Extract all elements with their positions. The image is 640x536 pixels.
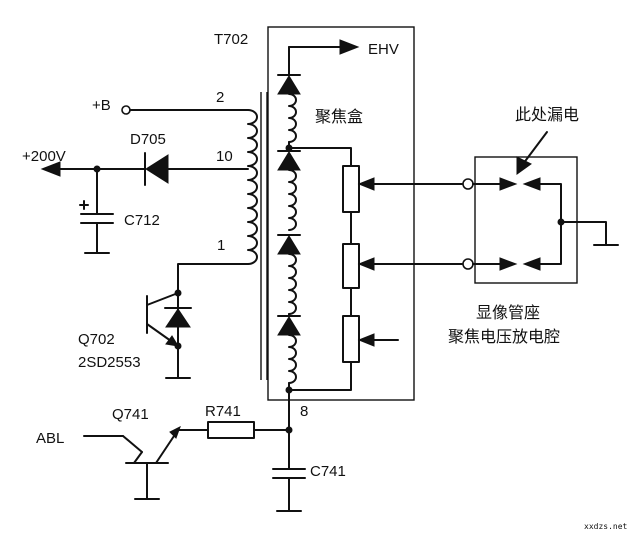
q702-emitter-arrow bbox=[165, 335, 179, 347]
tube-socket-outline bbox=[474, 156, 578, 284]
secondary-coil-1 bbox=[288, 93, 297, 143]
leak-pointer-head bbox=[516, 156, 532, 175]
d705-diode bbox=[145, 154, 169, 184]
r741-resistor bbox=[207, 421, 255, 439]
socket-ground-bus bbox=[539, 183, 562, 265]
node-pin8 bbox=[285, 426, 293, 434]
pin1-wire bbox=[177, 263, 249, 293]
wiper-2-arrow bbox=[357, 257, 375, 271]
ehv-arrow bbox=[339, 39, 360, 55]
focus-box-outline bbox=[267, 26, 415, 401]
label-c741: C741 bbox=[310, 463, 346, 480]
label-leak-here: 此处漏电 bbox=[515, 105, 579, 124]
divider-top-wire bbox=[288, 147, 352, 166]
q741-emitter-arrow bbox=[169, 425, 181, 439]
gap-2-left-arrow bbox=[499, 257, 518, 271]
label-socket-line2: 聚焦电压放电腔 bbox=[448, 327, 560, 346]
diode-1 bbox=[277, 74, 301, 95]
label-pin2: 2 bbox=[216, 89, 224, 106]
divider-bottom-wire bbox=[288, 361, 352, 391]
secondary-coil-4 bbox=[288, 334, 297, 384]
label-d705: D705 bbox=[130, 131, 166, 148]
gap-2-right-arrow bbox=[522, 257, 541, 271]
q702-damper-diode bbox=[165, 308, 191, 328]
socket-terminal-2 bbox=[462, 258, 474, 270]
socket-ground-wire bbox=[560, 221, 607, 245]
label-ehv: EHV bbox=[368, 41, 399, 58]
b-plus-terminal bbox=[121, 105, 131, 115]
wiper-1-arrow bbox=[357, 177, 375, 191]
secondary-coil-3 bbox=[288, 253, 297, 315]
label-t702: T702 bbox=[214, 31, 248, 48]
q702-collector bbox=[146, 292, 179, 306]
label-pin10: 10 bbox=[216, 148, 233, 165]
q741-base-wire bbox=[122, 435, 143, 453]
gap-1-left-arrow bbox=[499, 177, 518, 191]
gap-1-right-arrow bbox=[522, 177, 541, 191]
label-pin8: 8 bbox=[300, 403, 308, 420]
label-200v: +200V bbox=[22, 148, 66, 165]
focus-resistor-3 bbox=[342, 315, 360, 363]
label-c712: C712 bbox=[124, 212, 160, 229]
diode-3 bbox=[277, 234, 301, 255]
label-r741: R741 bbox=[205, 403, 241, 420]
v200-arrow bbox=[40, 161, 61, 177]
label-q702-type: 2SD2553 bbox=[78, 354, 141, 371]
label-b-plus: +B bbox=[92, 97, 111, 114]
secondary-coil-2 bbox=[288, 169, 297, 231]
label-q702: Q702 bbox=[78, 331, 115, 348]
wiper-3-arrow bbox=[357, 333, 375, 347]
watermark: xxdzs.net bbox=[584, 522, 628, 531]
diode-4 bbox=[277, 315, 301, 336]
q741-collector bbox=[133, 451, 143, 464]
leak-pointer-line bbox=[522, 131, 548, 165]
socket-terminal-1 bbox=[462, 178, 474, 190]
primary-winding bbox=[247, 109, 258, 265]
label-abl: ABL bbox=[36, 430, 64, 447]
focus-resistor-1 bbox=[342, 165, 360, 213]
label-pin1: 1 bbox=[217, 237, 225, 254]
label-q741: Q741 bbox=[112, 406, 149, 423]
label-socket-line1: 显像管座 bbox=[476, 303, 540, 322]
focus-resistor-2 bbox=[342, 243, 360, 289]
label-focus-box: 聚焦盒 bbox=[315, 107, 363, 126]
diode-2 bbox=[277, 150, 301, 171]
